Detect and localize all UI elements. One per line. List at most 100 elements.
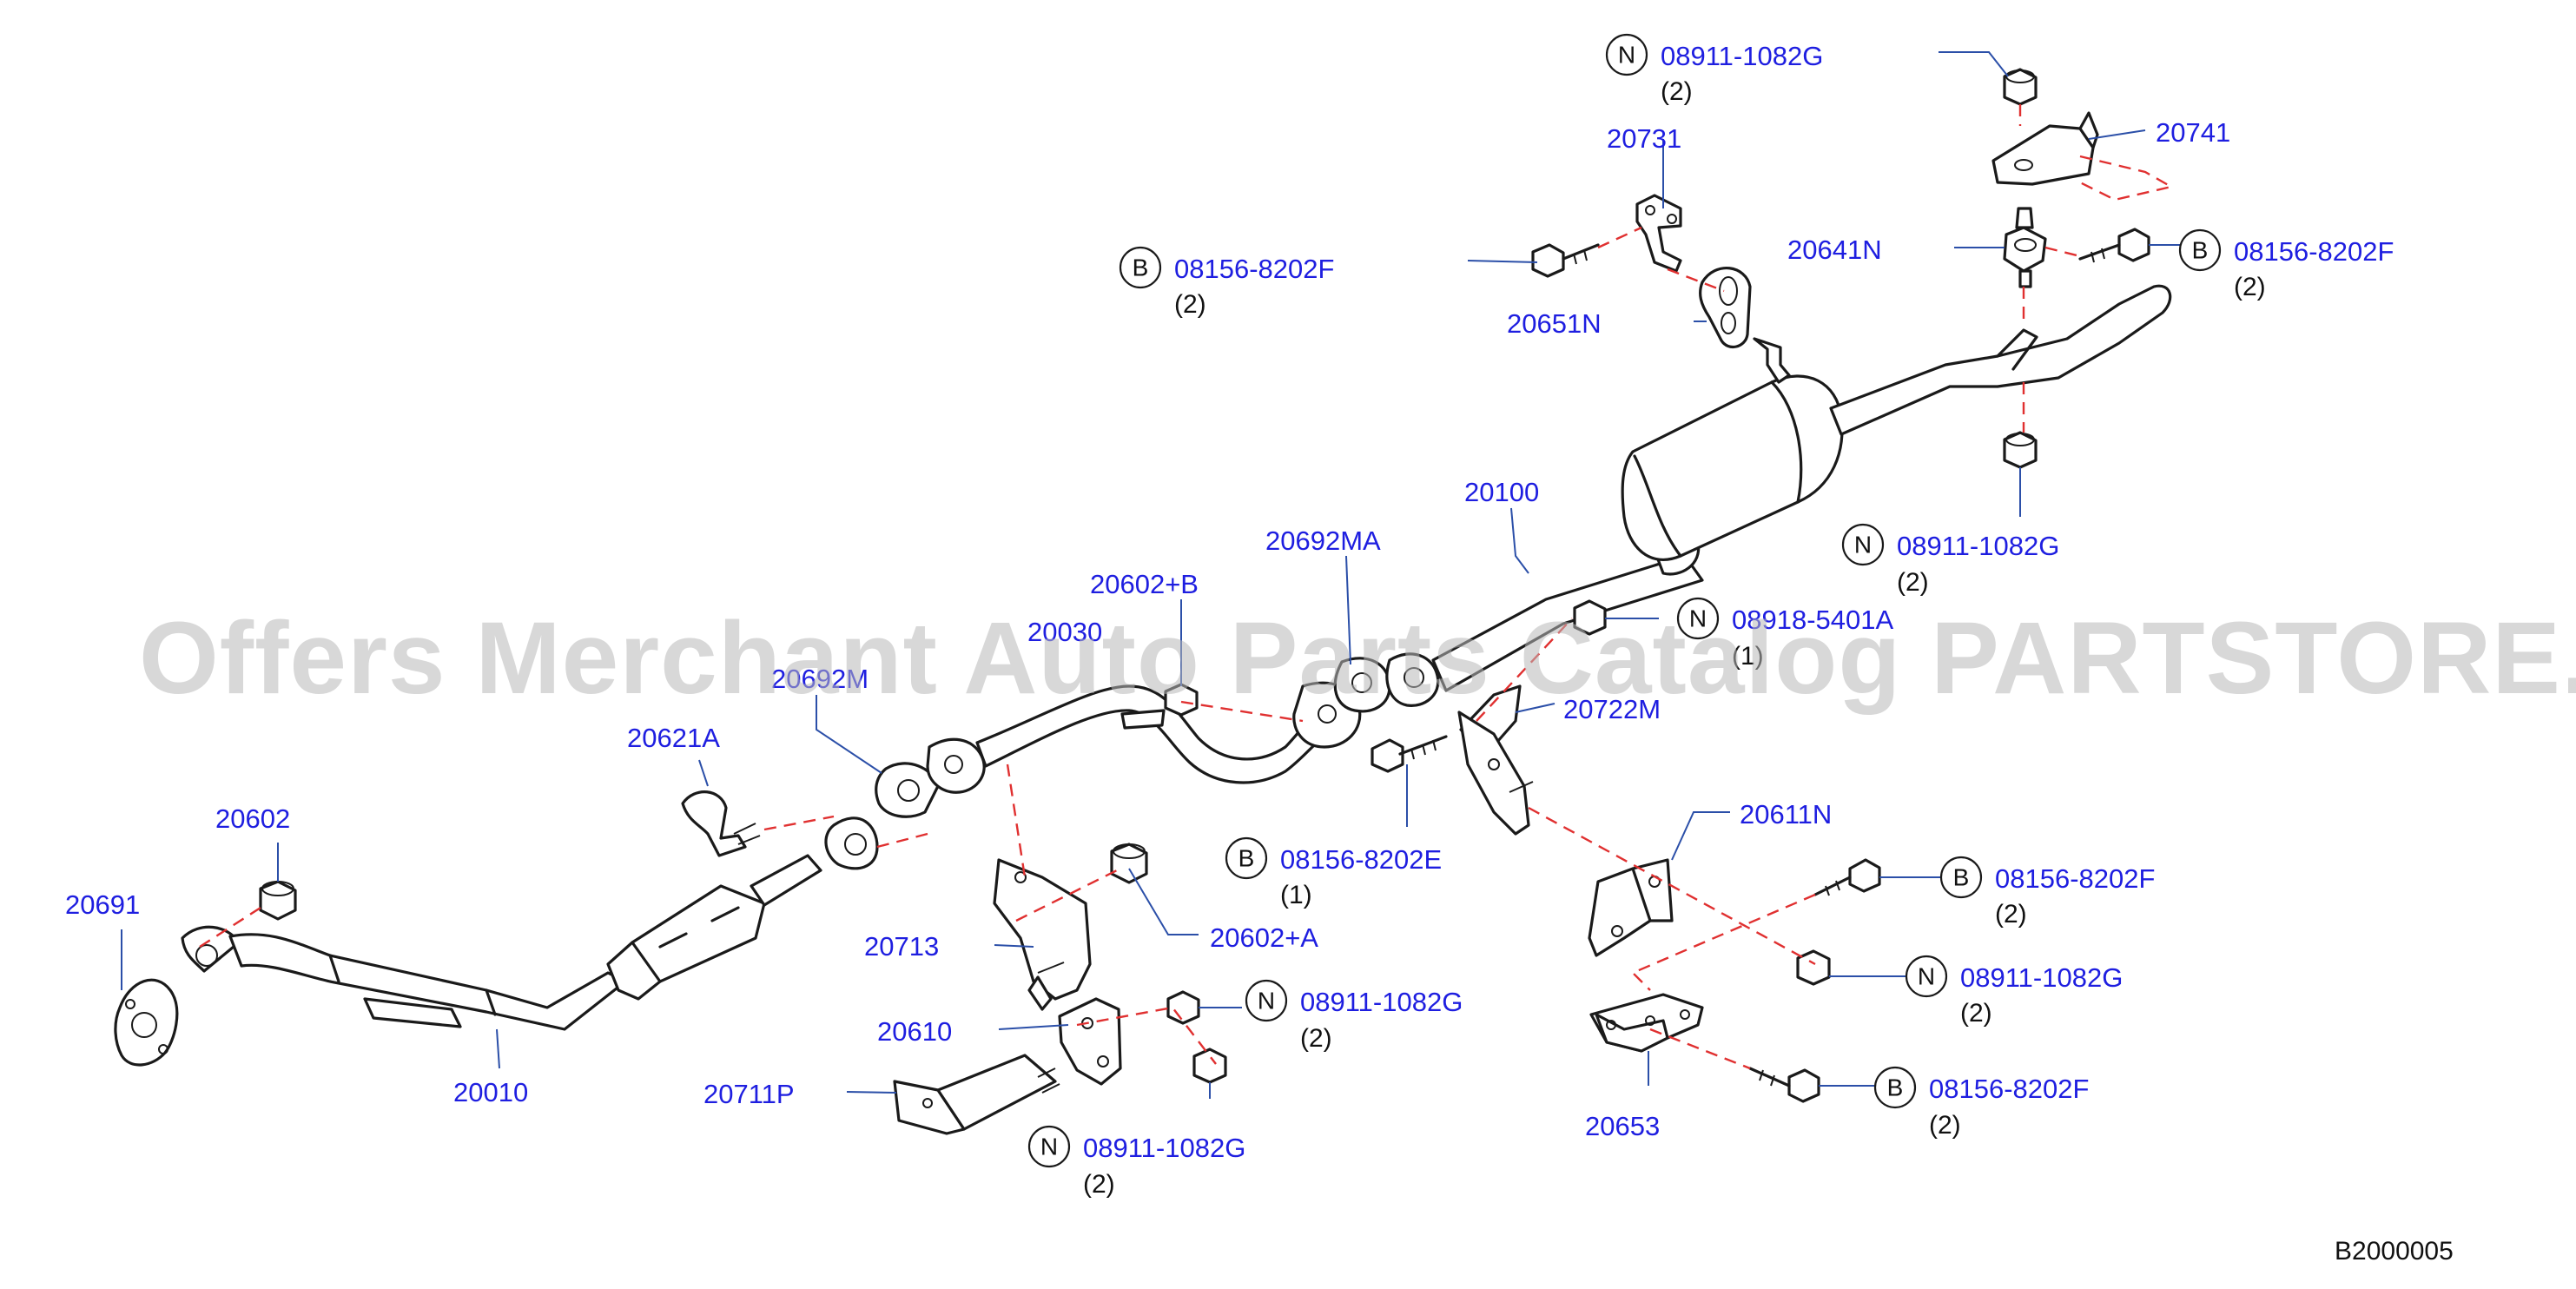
part-20621A-clamp[interactable] xyxy=(681,790,761,857)
label-20653[interactable]: 20653 xyxy=(1585,1111,1660,1141)
fastener-callout-center-nut[interactable]: N 08918-5401A (1) xyxy=(1676,597,1893,671)
part-20741-bracket[interactable] xyxy=(1991,111,2099,186)
callout-number: 08911-1082G xyxy=(1083,1133,1245,1163)
label-20610[interactable]: 20610 xyxy=(877,1016,952,1047)
callout-number: 08918-5401A xyxy=(1732,605,1893,635)
callout-number: 08911-1082G xyxy=(1661,41,1823,71)
part-20602A-nut[interactable] xyxy=(1110,843,1148,884)
label-20602A[interactable]: 20602+A xyxy=(1210,922,1318,953)
fastener-callout-bracket-nut[interactable]: N 08911-1082G (2) xyxy=(1905,955,2123,1028)
fastener-callout-right-bolt[interactable]: B 08156-8202F (2) xyxy=(2178,228,2394,301)
part-number-labels: 20691 20602 20010 20621A 20692M 20030 20… xyxy=(65,117,2230,1141)
callout-mark: B xyxy=(1238,845,1255,872)
part-20610-mount[interactable] xyxy=(1058,997,1122,1086)
callout-number: 08156-8202E xyxy=(1280,844,1442,875)
part-bolt-08156-8202E[interactable] xyxy=(1371,735,1448,773)
leader-lines xyxy=(121,51,2180,1099)
part-20653-bracket[interactable] xyxy=(1589,993,1704,1053)
part-20713-bracket[interactable] xyxy=(993,858,1092,1011)
callout-circle xyxy=(1119,246,1162,289)
part-bolt-08156-8202F-upper-left[interactable] xyxy=(1531,243,1600,278)
part-20602-nut[interactable] xyxy=(259,880,297,921)
label-20692M[interactable]: 20692M xyxy=(771,664,869,694)
label-20711P[interactable]: 20711P xyxy=(703,1079,795,1109)
callout-mark: B xyxy=(2192,237,2209,264)
part-bolt-08156-8202F-low[interactable] xyxy=(1748,1067,1820,1103)
fastener-callout-right-nut[interactable]: N 08911-1082G (2) xyxy=(1841,523,2059,597)
label-20731[interactable]: 20731 xyxy=(1607,123,1681,154)
part-20651N-rubber-hanger[interactable] xyxy=(1699,267,1752,349)
part-20611N-bracket[interactable] xyxy=(1588,858,1674,957)
callout-number: 08156-8202F xyxy=(1174,254,1334,284)
callout-number: 08911-1082G xyxy=(1897,531,2059,561)
assembly-lines xyxy=(199,104,2175,1070)
fastener-callout-bracket-bolt[interactable]: B 08156-8202F (2) xyxy=(1939,856,2155,929)
callout-circle xyxy=(1905,955,1948,998)
part-20692M-gasket[interactable] xyxy=(824,762,940,870)
label-20030[interactable]: 20030 xyxy=(1027,617,1102,647)
callout-qty: (2) xyxy=(1960,999,1992,1028)
callout-mark: N xyxy=(1854,532,1872,559)
callout-number: 08911-1082G xyxy=(1300,987,1463,1017)
callout-mark: B xyxy=(1953,864,1970,891)
part-nut-lower[interactable] xyxy=(1192,1048,1227,1084)
label-20010[interactable]: 20010 xyxy=(453,1077,528,1107)
callout-mark: N xyxy=(1618,42,1635,69)
part-bolt-08156-8202F-mid[interactable] xyxy=(1813,858,1881,896)
part-nut-08918-5401A[interactable] xyxy=(1573,599,1607,636)
callout-number: 08156-8202F xyxy=(1995,863,2155,894)
callout-qty: (2) xyxy=(2234,273,2266,301)
callout-mark: N xyxy=(1040,1134,1058,1160)
label-20722M[interactable]: 20722M xyxy=(1563,694,1661,724)
part-20100-muffler-assembly[interactable] xyxy=(1385,284,2172,707)
callout-circle xyxy=(1245,979,1288,1022)
callout-qty: (2) xyxy=(1300,1024,1332,1053)
label-20621A[interactable]: 20621A xyxy=(627,723,720,753)
part-nut-upper[interactable] xyxy=(1166,990,1200,1025)
label-20651N[interactable]: 20651N xyxy=(1507,308,1602,339)
part-20711P-bracket[interactable] xyxy=(893,1054,1060,1135)
part-20641N-insulator[interactable] xyxy=(2003,207,2047,288)
callout-number: 08156-8202F xyxy=(2234,236,2394,267)
callout-mark: N xyxy=(1258,988,1275,1015)
part-nut-08911-1082G-top[interactable] xyxy=(2003,68,2038,106)
label-20602[interactable]: 20602 xyxy=(215,803,290,834)
label-20611N[interactable]: 20611N xyxy=(1740,799,1832,830)
fastener-callout-left-bolt[interactable]: B 08156-8202F (2) xyxy=(1119,246,1334,319)
callout-circle xyxy=(1873,1066,1917,1109)
label-20713[interactable]: 20713 xyxy=(864,931,939,962)
label-20692MA[interactable]: 20692MA xyxy=(1265,526,1381,556)
callout-circle xyxy=(1676,597,1720,640)
part-20722M-bracket[interactable] xyxy=(1457,684,1534,836)
part-bolt-08156-8202F-upper-right[interactable] xyxy=(2078,228,2150,263)
part-20030-center-pipe[interactable] xyxy=(926,681,1362,794)
fastener-callout-mid-nut-b[interactable]: N 08911-1082G (2) xyxy=(1027,1125,1245,1199)
label-20741[interactable]: 20741 xyxy=(2156,117,2230,148)
part-nut-08911-1082G-right[interactable] xyxy=(2003,431,2038,469)
part-20691-gasket[interactable] xyxy=(114,978,179,1067)
callout-circle xyxy=(1605,33,1648,76)
callout-mark: B xyxy=(1133,254,1149,281)
callout-mark: N xyxy=(1689,605,1707,632)
part-20692MA-gasket[interactable] xyxy=(1333,657,1391,713)
label-20602B[interactable]: 20602+B xyxy=(1090,569,1199,599)
callout-circle xyxy=(1225,836,1268,880)
label-20641N[interactable]: 20641N xyxy=(1787,235,1882,265)
part-20010-front-pipe[interactable] xyxy=(181,854,822,1031)
fastener-callout-center-bolt[interactable]: B 08156-8202E (1) xyxy=(1225,836,1442,909)
callout-qty: (1) xyxy=(1732,642,1764,671)
watermark-text: Offers Merchant Auto Parts Catalog PARTS… xyxy=(139,601,2576,716)
fastener-callout-lower-bolt[interactable]: B 08156-8202F (2) xyxy=(1873,1066,2089,1140)
callout-mark: B xyxy=(1887,1074,1904,1101)
part-20731-bracket[interactable] xyxy=(1635,194,1682,273)
callout-qty: (1) xyxy=(1280,881,1312,909)
callout-qty: (2) xyxy=(1174,290,1206,319)
fastener-callout-mid-nut-a[interactable]: N 08911-1082G (2) xyxy=(1245,979,1463,1053)
callout-qty: (2) xyxy=(1929,1111,1961,1140)
label-20691[interactable]: 20691 xyxy=(65,889,140,920)
fastener-callout-top-nut[interactable]: N 08911-1082G (2) xyxy=(1605,33,1823,106)
label-20100[interactable]: 20100 xyxy=(1464,477,1539,507)
callout-mark: N xyxy=(1918,963,1935,990)
